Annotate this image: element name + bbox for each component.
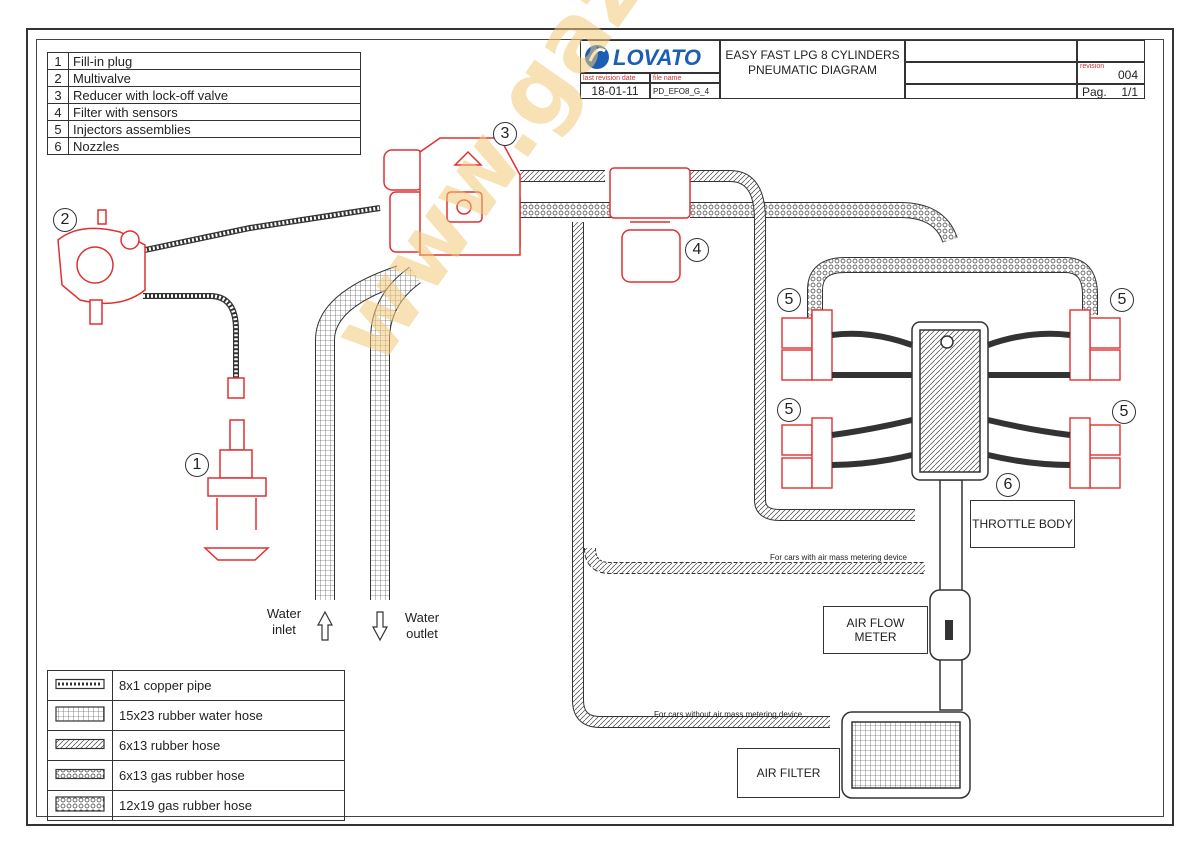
revision-date: 18-01-11 [580,83,650,99]
air-flow-meter-box: AIR FLOW METER [823,606,928,654]
callout-5-right-bottom: 5 [1112,400,1136,424]
note-without-amm: For cars without air mass metering devic… [654,710,803,719]
title-block: LOVATO last revision date file name 18-0… [580,40,1145,99]
water-arrows [316,610,389,642]
revision-cell: revision 004 [1077,62,1145,84]
copper-pipe-fill [143,293,239,380]
callout-6: 6 [996,473,1020,497]
hose-legend-row: 8x1 copper pipe [47,670,345,701]
hose-swatch [47,760,113,791]
hose-legend-row: 12x19 gas rubber hose [47,790,345,821]
air-filter-box: AIR FILTER [737,748,840,798]
callout-5-right-top: 5 [1110,288,1134,312]
hose-swatch [47,790,113,821]
hose-swatch [47,670,113,701]
page-cell: Pag. 1/1 [1077,84,1145,99]
revision-value: 004 [1117,68,1138,82]
blank-cell-1 [905,40,1077,62]
hose-label: 15x23 rubber water hose [112,700,345,731]
logo-cell: LOVATO [580,40,720,73]
last-revision-label: last revision date [580,73,650,83]
title-line-2: PNEUMATIC DIAGRAM [747,63,878,77]
hose-swatch [47,730,113,761]
hose-label: 6x13 rubber hose [112,730,345,761]
file-name-label: file name [650,73,720,83]
reducer [383,137,521,256]
hose-legend-row: 15x23 rubber water hose [47,700,345,731]
page-label: Pag. [1082,85,1107,99]
injector-left-top [781,309,833,381]
injector-right-bottom [1069,417,1121,489]
multivalve [57,209,146,325]
drawing-title: EASY FAST LPG 8 CYLINDERS PNEUMATIC DIAG… [720,40,905,99]
copper-pipe-reducer [144,205,381,253]
gas-filter [609,167,691,283]
lovato-logo: LOVATO [585,45,701,70]
blank-cell-4 [1077,40,1145,62]
legend-label: Nozzles [68,137,361,155]
hose-label: 8x1 copper pipe [112,670,345,701]
blank-cell-3 [905,84,1077,99]
callout-1: 1 [185,453,209,477]
page-value: 1/1 [1121,85,1138,99]
callout-5-left-bottom: 5 [777,398,801,422]
injector-hoses [831,330,1071,468]
hose-legend-row: 6x13 rubber hose [47,730,345,761]
outer-frame [26,28,1174,826]
file-name: PD_EFO8_G_4 [650,83,720,99]
callout-4: 4 [685,238,709,262]
gas-loop [807,257,1098,320]
hose-legend-row: 6x13 gas rubber hose [47,760,345,791]
hose-label: 6x13 gas rubber hose [112,760,345,791]
logo-text: LOVATO [613,45,701,70]
air-filter-unit [841,711,971,799]
callout-3: 3 [493,122,517,146]
revision-label: revision [1080,63,1105,70]
nozzle-rail [911,321,989,481]
inner-frame [36,39,1164,817]
injector-left-bottom [781,417,833,489]
fill-in-plug [203,377,270,561]
callout-5-left-top: 5 [777,288,801,312]
blank-cell-2 [905,62,1077,84]
water-outlet-label: Water outlet [404,610,440,641]
throttle-body-box: THROTTLE BODY [970,500,1075,548]
water-inlet-label: Water inlet [266,606,302,637]
note-with-amm: For cars with air mass metering device [770,553,907,562]
hose-swatch [47,700,113,731]
injector-right-top [1069,309,1121,381]
callout-2: 2 [53,208,77,232]
title-line-1: EASY FAST LPG 8 CYLINDERS [725,48,900,62]
hose-label: 12x19 gas rubber hose [112,790,345,821]
